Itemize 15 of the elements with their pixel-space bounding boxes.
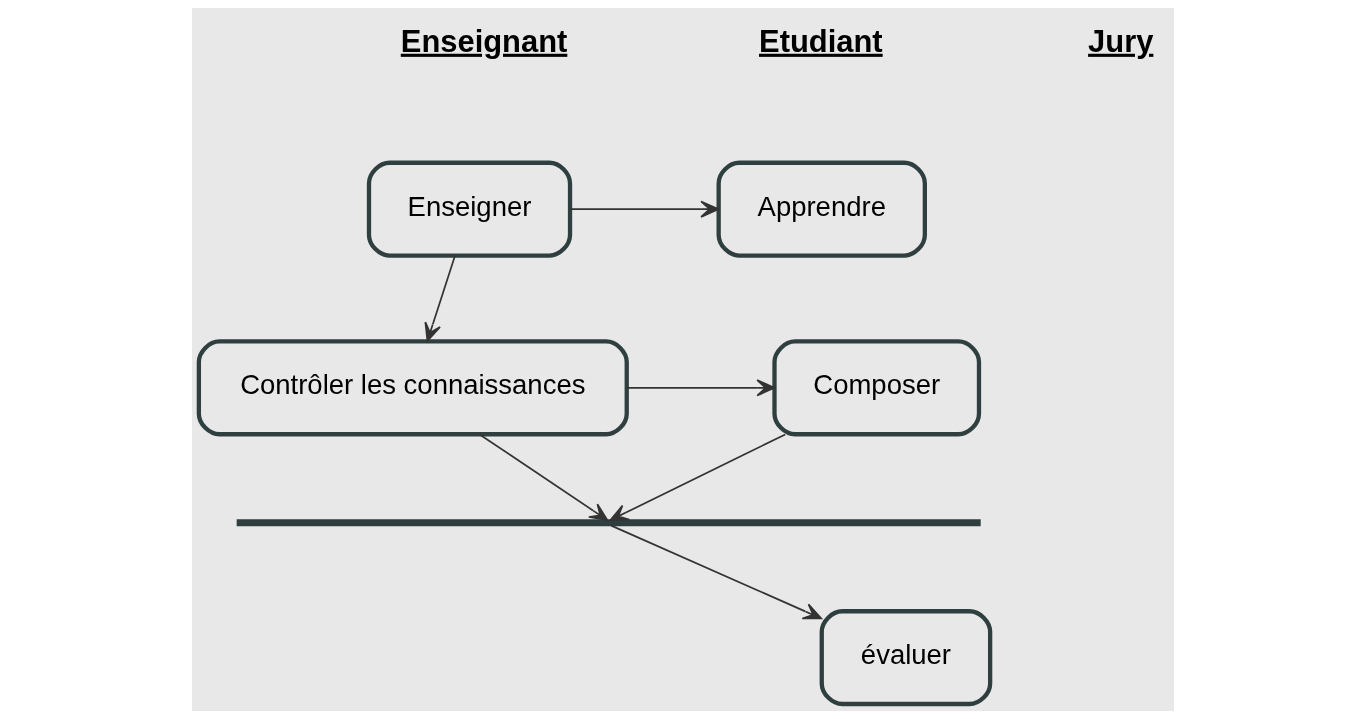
- arrow: [609, 433, 786, 521]
- node-box: Composer: [771, 339, 981, 437]
- arrow: [625, 379, 775, 397]
- arrow: [424, 254, 456, 342]
- node-box: Contrôler les connaissances: [196, 339, 629, 437]
- arrow: [478, 433, 608, 521]
- node-box: Enseigner: [366, 160, 572, 258]
- node-box: Apprendre: [716, 160, 927, 258]
- label: Enseignant: [400, 23, 567, 59]
- label: Etudiant: [758, 23, 883, 59]
- node-bar: [236, 519, 981, 527]
- arrow: [609, 524, 822, 620]
- node-box: évaluer: [819, 609, 992, 707]
- label: Jury: [1087, 23, 1153, 59]
- arrow: [569, 200, 719, 218]
